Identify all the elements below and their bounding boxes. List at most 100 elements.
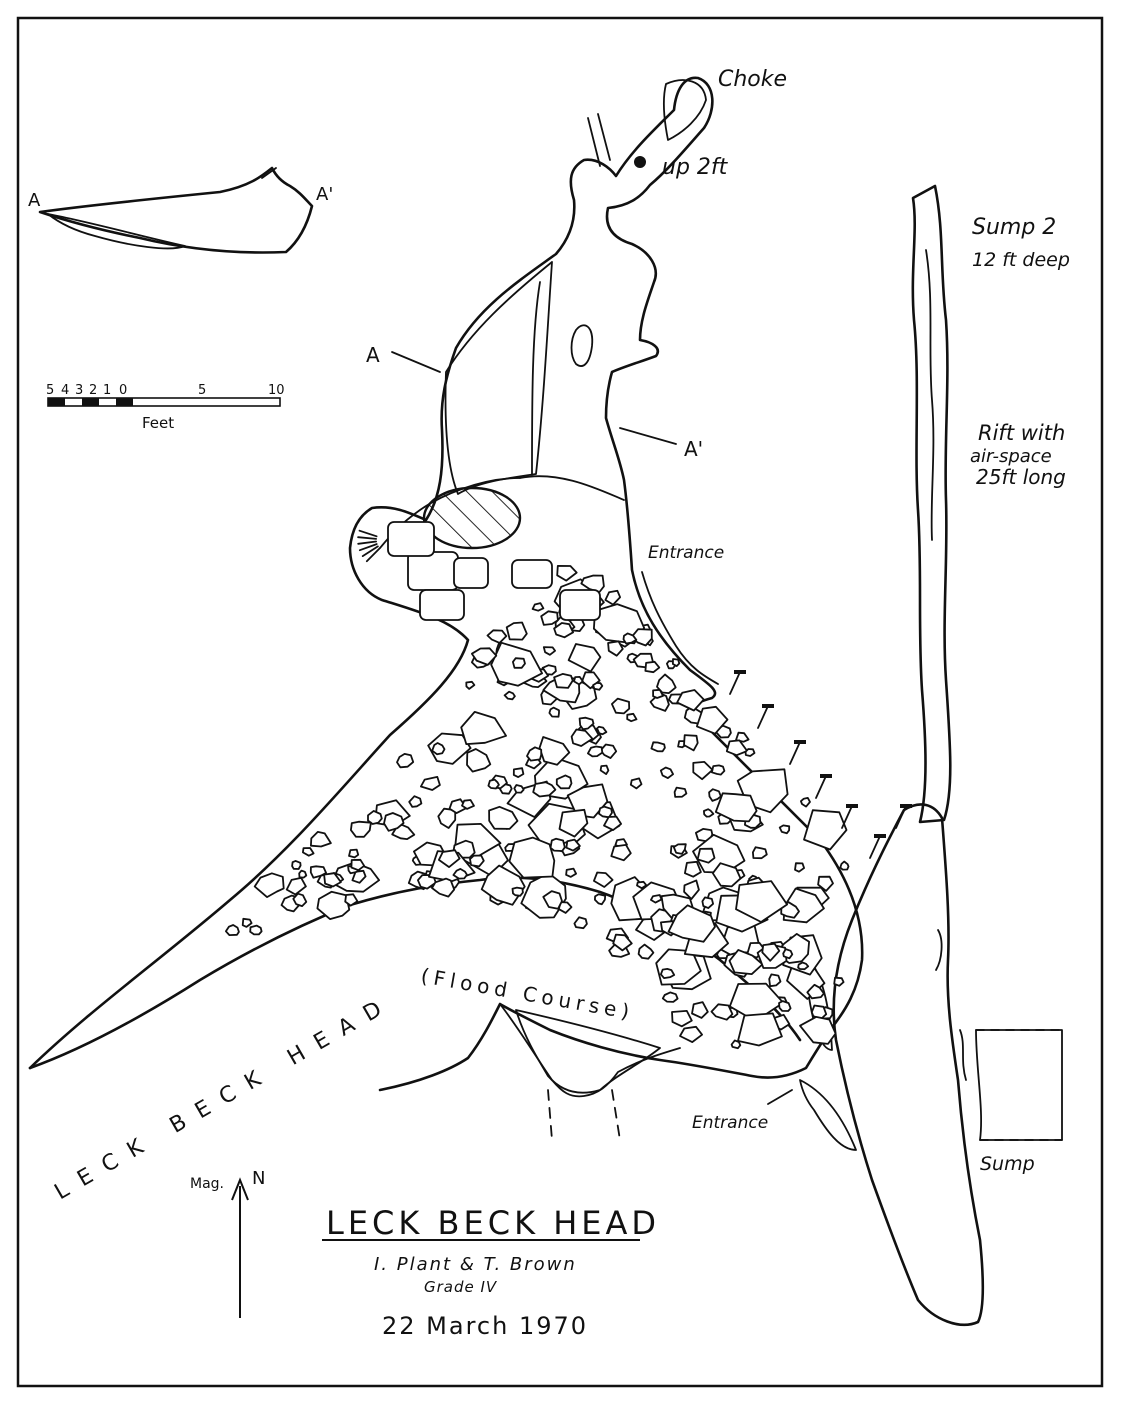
boulder <box>683 734 699 752</box>
boulder <box>676 689 705 712</box>
boulder <box>570 728 594 747</box>
boulder <box>487 778 500 790</box>
boulder <box>587 745 604 758</box>
boulder <box>253 872 285 898</box>
boulder <box>691 1001 709 1019</box>
boulder <box>503 690 516 701</box>
boulder-block <box>511 559 553 589</box>
boulder <box>696 847 716 864</box>
boulder <box>555 774 573 790</box>
boulder <box>578 716 595 731</box>
svg-text:5: 5 <box>46 383 54 398</box>
north-arrow-icon <box>231 1177 249 1318</box>
boulder <box>611 697 631 715</box>
boulder <box>684 860 702 878</box>
boulder <box>710 1003 734 1021</box>
boulder <box>558 808 589 838</box>
label-flood-course: (Flood Course) <box>419 963 636 1024</box>
boulder <box>538 736 571 766</box>
boulder <box>351 869 367 884</box>
boulder <box>565 838 581 852</box>
boulder <box>540 610 559 626</box>
boulder <box>470 647 498 666</box>
boulder <box>553 622 574 639</box>
svg-text:5: 5 <box>198 383 206 398</box>
boulder <box>573 676 584 686</box>
scale-bar <box>47 397 281 407</box>
boulder <box>565 867 577 878</box>
boulder <box>581 671 601 690</box>
boulder <box>465 680 476 690</box>
boulder <box>797 961 810 971</box>
boulder <box>466 748 492 773</box>
main-sump-passage <box>832 803 985 1327</box>
boulder <box>508 836 556 879</box>
boulder <box>696 705 729 735</box>
slope-mark <box>729 671 741 695</box>
boulder <box>549 837 566 852</box>
boulder <box>735 880 788 923</box>
boulder <box>806 983 825 1000</box>
boulder <box>603 815 622 831</box>
boulder <box>316 890 351 920</box>
label-entrance-lower: Entrance <box>692 1113 768 1133</box>
boulder-block <box>559 589 601 621</box>
boulder <box>679 1025 703 1043</box>
boulder <box>692 761 714 781</box>
boulder <box>637 943 655 960</box>
boulder <box>469 854 485 868</box>
boulder <box>460 711 508 745</box>
svg-text:2: 2 <box>89 383 97 398</box>
boulder-block <box>419 589 465 621</box>
boulder <box>761 942 781 962</box>
boulder <box>672 658 681 667</box>
boulder <box>309 831 332 848</box>
slope-mark <box>358 529 378 538</box>
boulder <box>800 797 811 808</box>
boulder <box>553 673 574 689</box>
slope-mark <box>358 543 378 552</box>
boulder <box>367 810 383 825</box>
boulder <box>661 991 679 1003</box>
boulder <box>408 795 423 808</box>
boulder <box>431 877 456 898</box>
boulder <box>532 781 557 798</box>
svg-text:3: 3 <box>75 383 83 398</box>
label-section-a-prime: A' <box>684 437 703 461</box>
boulder <box>556 565 578 582</box>
boulder <box>622 632 638 645</box>
boulder <box>782 948 794 960</box>
slope-mark <box>757 705 769 729</box>
slope-mark <box>841 805 853 829</box>
boulder <box>344 893 359 907</box>
boulder <box>650 741 666 753</box>
scale-ticks: 5 4 3 2 1 0 5 10 <box>46 383 285 398</box>
boulder <box>542 890 563 910</box>
boulder <box>383 812 405 832</box>
label-inset-a: A <box>28 190 41 211</box>
boulder <box>708 788 722 802</box>
boulder <box>725 739 749 757</box>
boulder <box>567 643 602 673</box>
boulder <box>548 706 560 718</box>
boulder <box>703 808 715 818</box>
boulder <box>224 924 240 936</box>
label-sump2-line2: 12 ft deep <box>972 249 1070 271</box>
boulder-field <box>224 521 850 1050</box>
boulder-block <box>387 521 435 557</box>
boulder <box>592 682 604 691</box>
boulder <box>710 764 726 776</box>
label-section-a: A <box>366 343 380 367</box>
boulder <box>285 877 307 896</box>
boulder <box>349 820 372 838</box>
north-n-label: N <box>252 1168 265 1189</box>
boulder <box>542 646 556 656</box>
boulder <box>744 748 756 757</box>
boulder <box>593 871 614 888</box>
boulder <box>512 767 525 778</box>
boulder <box>714 792 758 823</box>
svg-text:1: 1 <box>103 383 111 398</box>
boulder <box>636 880 648 890</box>
map-border <box>16 16 1104 1388</box>
boulder <box>604 589 621 606</box>
